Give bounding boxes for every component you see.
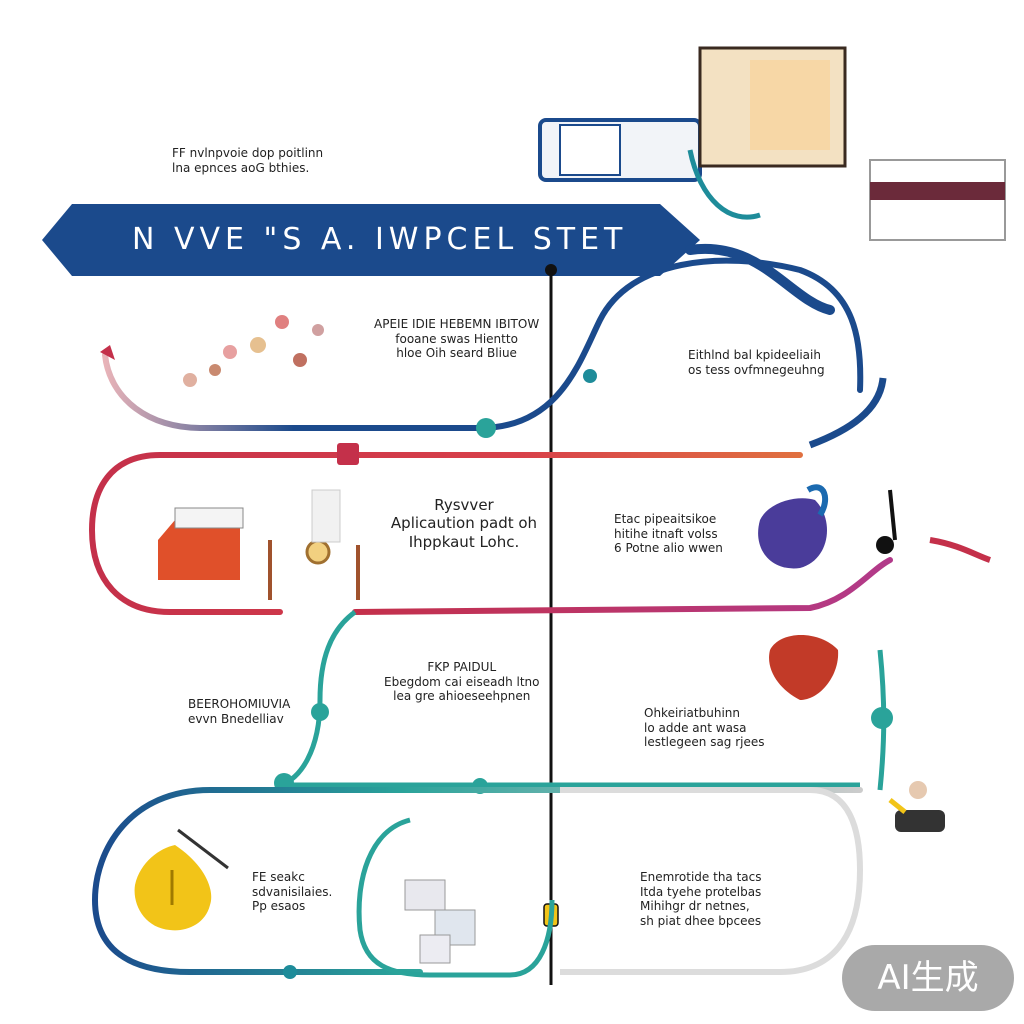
node-row-1-left — [476, 418, 496, 438]
path-row-2 — [88, 452, 803, 615]
path-row-4-right — [560, 787, 864, 975]
beads-illustration — [100, 315, 324, 387]
tools-illustration — [888, 781, 945, 832]
step-2-right-text: Etac pipeaitsikoe hitihe itnaft volss 6 … — [614, 512, 723, 556]
title-banner — [42, 204, 700, 276]
node-row-4-bottom — [283, 965, 297, 979]
step-2-left-text: Rysvver Aplicaution padt oh Ihppkaut Loh… — [390, 496, 538, 551]
step-3-center-text: FKP PAIDUL Ebegdom cai eiseadh ltno lea … — [384, 660, 540, 704]
leaf-illustration — [769, 635, 839, 700]
node-row-2-left — [337, 443, 359, 465]
path-row-2b — [352, 557, 893, 615]
node-row-3-right — [871, 707, 893, 729]
ai-generated-badge: AI生成 — [842, 945, 1014, 1011]
step-1-right-text: Eithlnd bal kpideeliaih os tess ovfmnege… — [688, 348, 825, 377]
path-row-1 — [102, 257, 864, 431]
documents-illustration — [538, 46, 1006, 241]
step-3-right-text: Ohkeiriatbuhinn lo adde ant wasa lestleg… — [644, 706, 765, 750]
node-row-1-mid — [583, 369, 597, 383]
step-3-left-label: BEEROHOMIUVIA evvn Bnedelliav — [188, 697, 291, 726]
path-row-4-left — [91, 787, 863, 975]
path-row-3 — [279, 609, 860, 788]
path-row-1-drop — [808, 377, 887, 449]
clock-illustration — [134, 828, 229, 931]
banner-title: N VVE "S A. IWPCEL STET — [132, 222, 628, 257]
path-row-4-inner — [356, 817, 555, 978]
papers-illustration — [404, 879, 476, 964]
flask-illustration — [758, 484, 991, 569]
node-row-3-left — [311, 703, 329, 721]
step-4-right-text: Enemrotide tha tacs Itda tyehe protelbas… — [640, 870, 762, 928]
spine-top-node — [545, 264, 557, 276]
step-4-left-text: FE seakc sdvanisilaies. Pp esaos — [252, 870, 333, 914]
machine-illustration — [158, 489, 360, 600]
step-1-left-text: APEIE IDIE HEBEMN IBITOW fooane swas Hie… — [374, 317, 540, 361]
banner-tail — [685, 243, 835, 315]
intro-text: FF nvlnpvoie dop poitlinn lna epnces aoG… — [172, 146, 324, 175]
